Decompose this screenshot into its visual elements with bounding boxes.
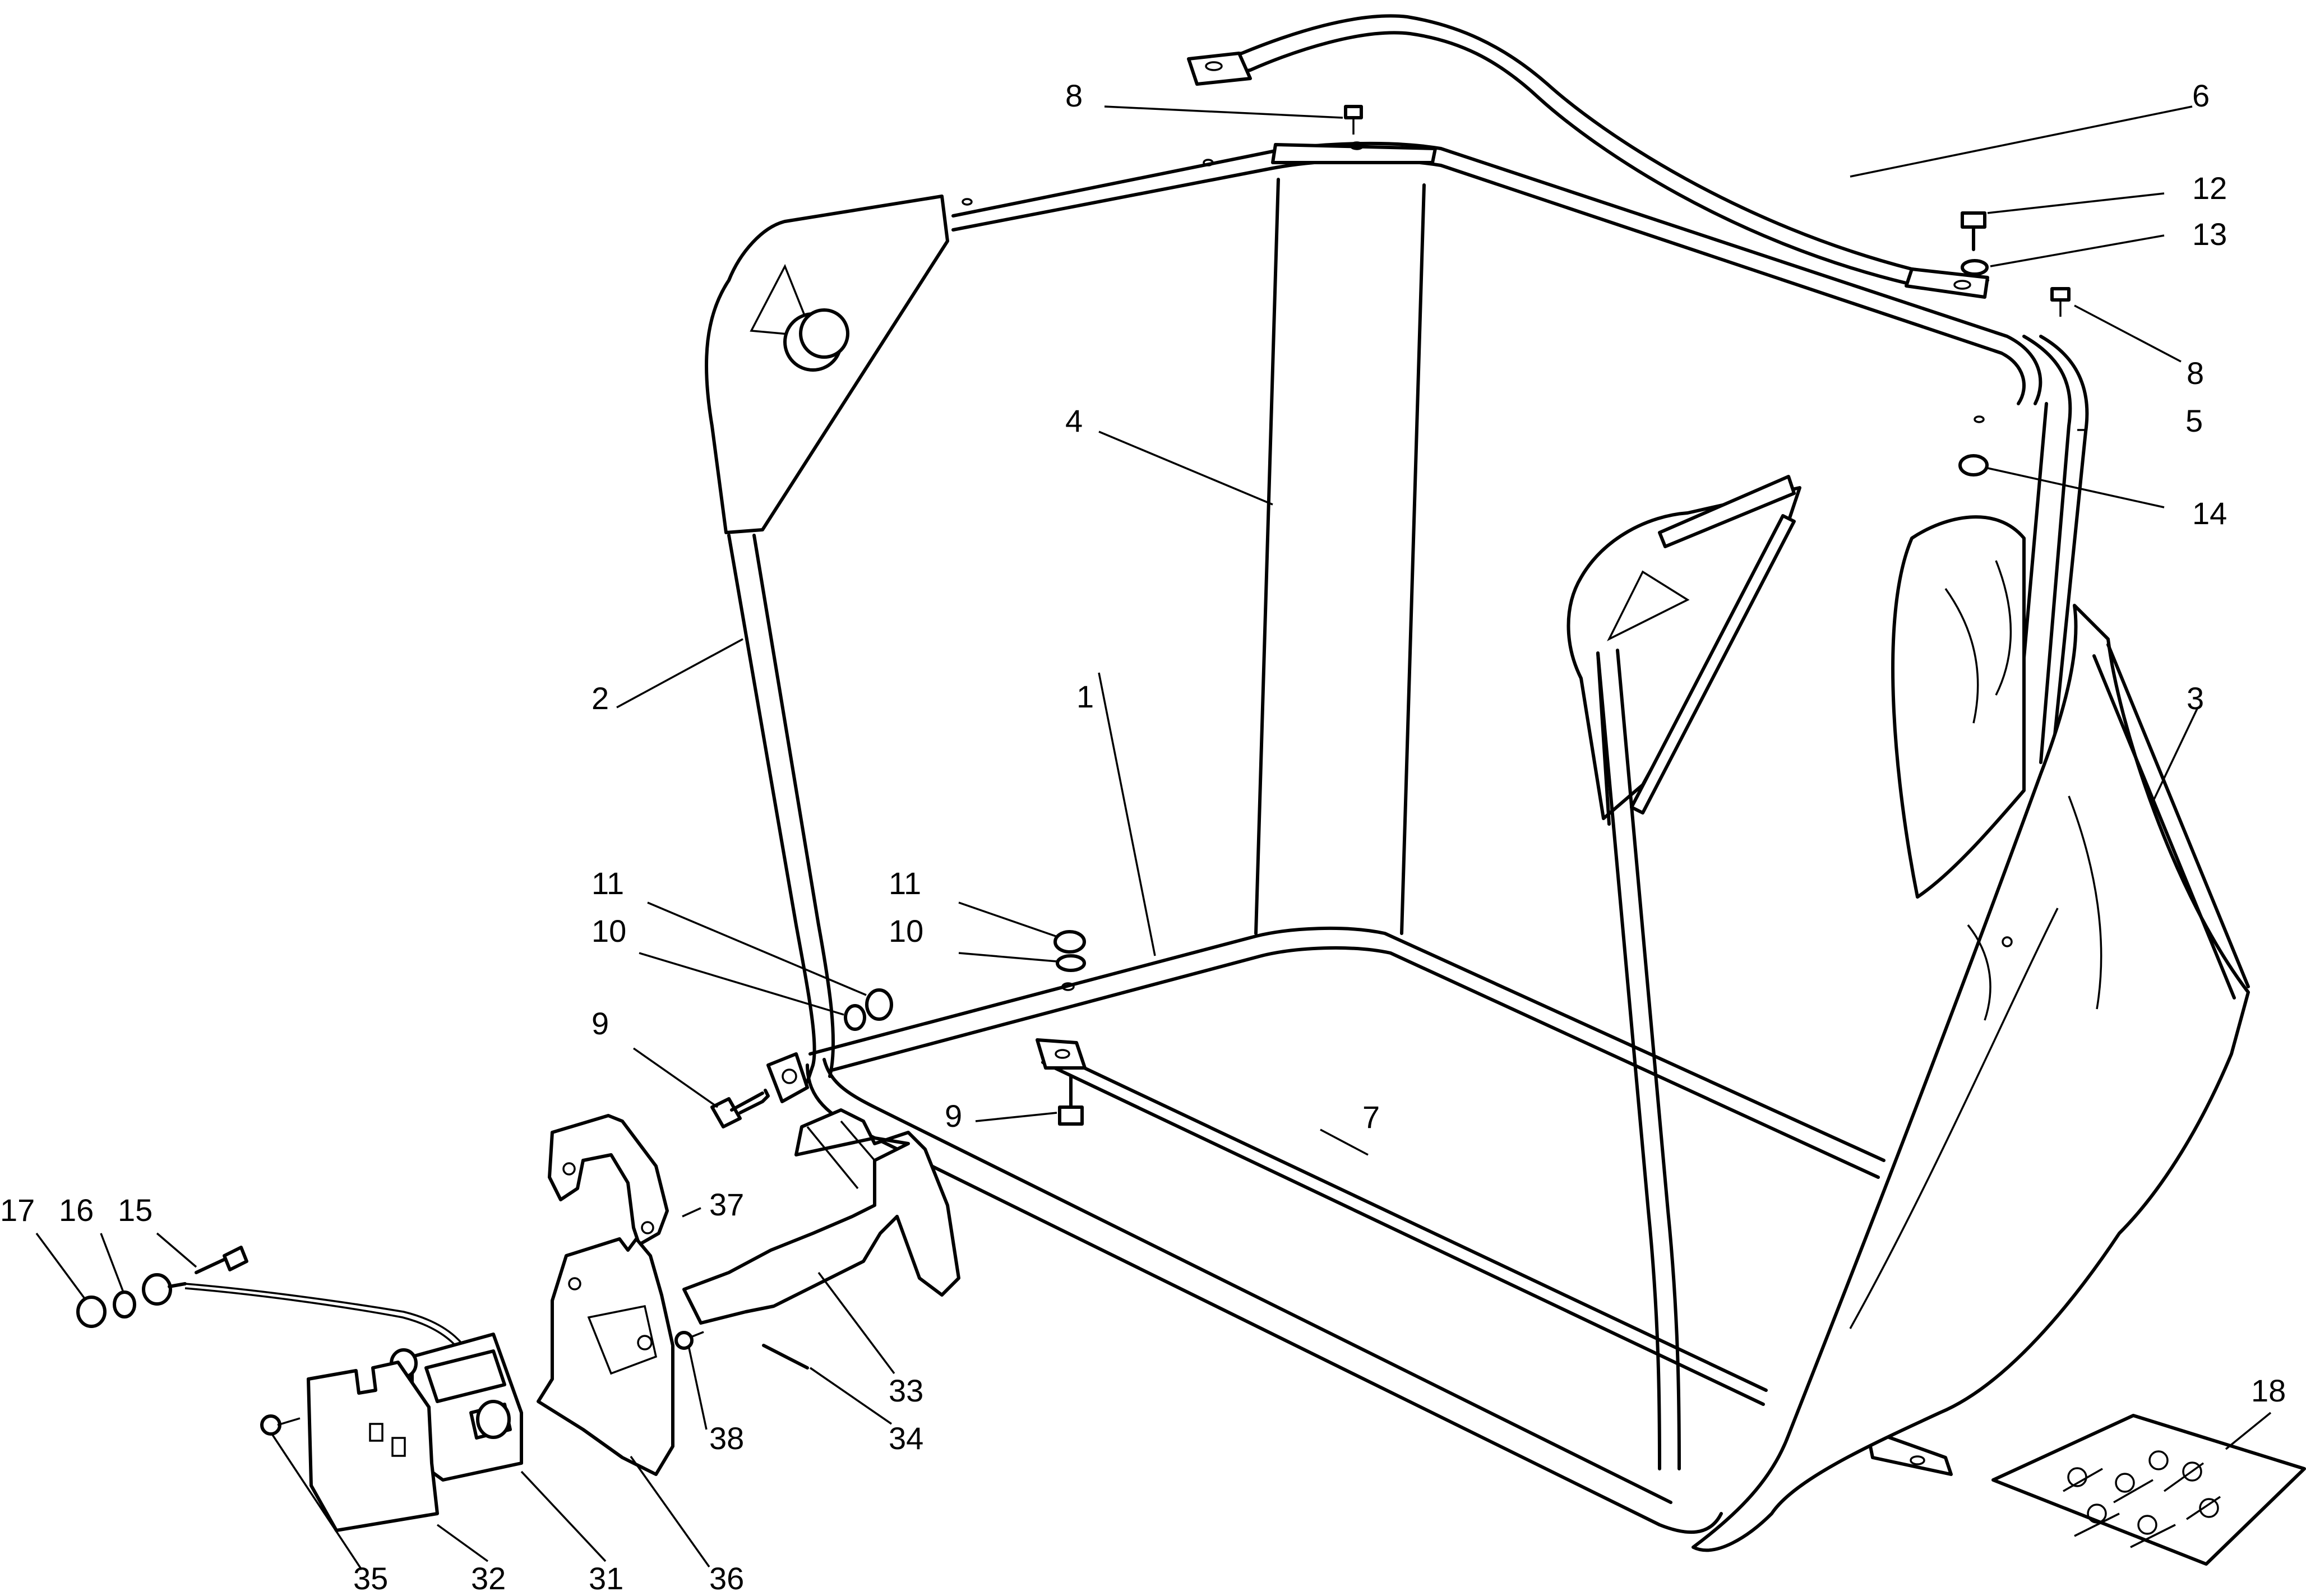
grass-bag <box>1692 515 2250 1552</box>
callout-15: 15 <box>118 1192 152 1228</box>
hardware-bag <box>1991 1414 2306 1566</box>
callout-9-left: 9 <box>591 1006 609 1041</box>
switch-assembly <box>307 1333 523 1532</box>
callout-6: 6 <box>2192 78 2210 113</box>
cross-strap <box>1036 1038 1953 1476</box>
callout-14: 14 <box>2192 496 2227 531</box>
callout-10-center: 10 <box>889 913 923 949</box>
cover-assembly <box>537 1114 674 1476</box>
callout-4: 4 <box>1065 403 1083 438</box>
latch-lever <box>682 1108 960 1325</box>
callout-7: 7 <box>1362 1099 1380 1135</box>
callout-18: 18 <box>2251 1373 2286 1408</box>
callout-33: 33 <box>889 1373 923 1408</box>
callout-12: 12 <box>2192 170 2227 206</box>
top-handle-bar <box>1187 14 1989 299</box>
callout-35: 35 <box>353 1561 388 1596</box>
callout-8-top: 8 <box>1065 78 1083 113</box>
upper-rim-frame <box>951 141 2089 787</box>
leader-lines <box>35 105 2272 1570</box>
callout-34: 34 <box>889 1421 923 1456</box>
right-side-frame <box>1566 475 1801 1470</box>
callout-36: 36 <box>709 1561 744 1596</box>
callout-9-center: 9 <box>945 1098 962 1134</box>
callout-11-left: 11 <box>591 866 624 901</box>
callout-17: 17 <box>0 1192 35 1228</box>
back-panel-strips <box>1254 178 1426 935</box>
callout-16: 16 <box>59 1192 94 1228</box>
callout-37: 37 <box>709 1187 744 1222</box>
callout-5: 5 <box>2185 403 2203 438</box>
left-side-frame <box>705 195 949 1084</box>
callout-38: 38 <box>709 1421 744 1456</box>
callout-11-center: 11 <box>889 866 921 901</box>
callout-3: 3 <box>2187 681 2204 716</box>
callout-2: 2 <box>591 681 609 716</box>
callout-8-right: 8 <box>2187 355 2204 391</box>
callout-1: 1 <box>1076 679 1094 714</box>
callout-labels: 1 2 3 4 5 6 7 8 8 9 9 10 10 11 11 12 13 … <box>0 78 2286 1596</box>
callout-32: 32 <box>471 1561 506 1596</box>
callout-31: 31 <box>589 1561 623 1596</box>
callout-10-left: 10 <box>591 913 626 949</box>
fasteners <box>76 105 2071 1436</box>
callout-13: 13 <box>2192 216 2227 252</box>
